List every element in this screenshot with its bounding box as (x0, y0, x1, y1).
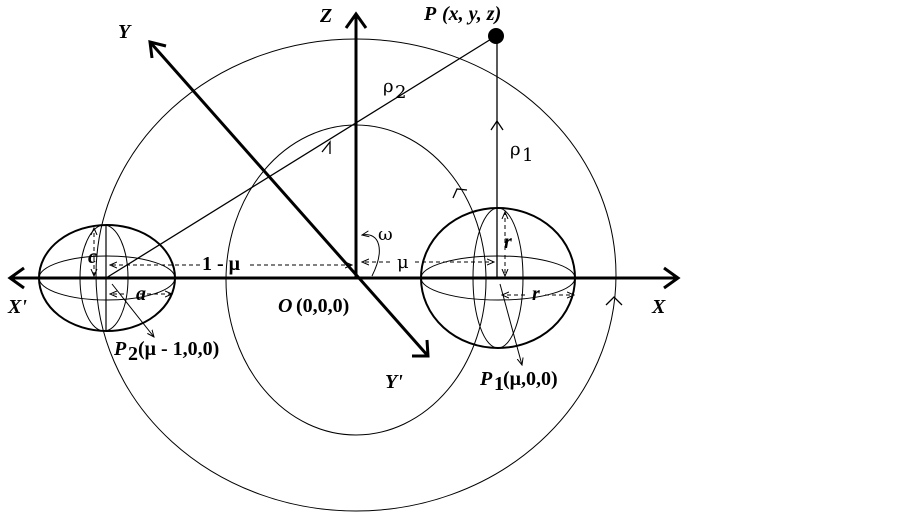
point-p-coords: (x, y, z) (442, 3, 501, 25)
y-axis-label: Y (118, 21, 132, 43)
p1-subscript: 1 (494, 373, 504, 395)
rho2-subscript: 2 (395, 82, 406, 103)
p1-coords: (μ,0,0) (503, 368, 558, 390)
one-minus-mu-label: 1 - μ (202, 253, 241, 275)
y-prime-label: Y' (385, 371, 403, 393)
x-axis-label: X (651, 296, 666, 318)
mu-label: μ (397, 252, 409, 273)
x-prime-label: X' (7, 296, 27, 318)
p1-label: P (479, 368, 493, 390)
orbit-arrow-right (605, 296, 623, 306)
radius-vertical-label: r (504, 231, 512, 253)
p2-coords: (μ - 1,0,0) (138, 338, 219, 360)
rho2-label: ρ (383, 76, 394, 97)
origin-coords: (0,0,0) (296, 295, 349, 317)
rho2-line (105, 35, 497, 279)
point-p-label: P (423, 3, 437, 25)
rho1-subscript: 1 (522, 145, 533, 166)
rho1-label: ρ (510, 139, 521, 160)
radius-horizontal-label: r (532, 283, 540, 305)
semi-axis-c-label: c (88, 246, 97, 268)
omega-label: ω (378, 224, 393, 245)
origin-label: O (278, 295, 292, 317)
y-axis (148, 41, 430, 357)
semi-axis-a-label: a (136, 283, 146, 305)
point-p (488, 28, 504, 44)
p2-subscript: 2 (128, 343, 138, 365)
orbit-arrow-inner (452, 188, 468, 199)
orbit-arrow-top (321, 140, 331, 154)
p2-label: P (113, 338, 127, 360)
z-axis-label: Z (319, 5, 332, 27)
